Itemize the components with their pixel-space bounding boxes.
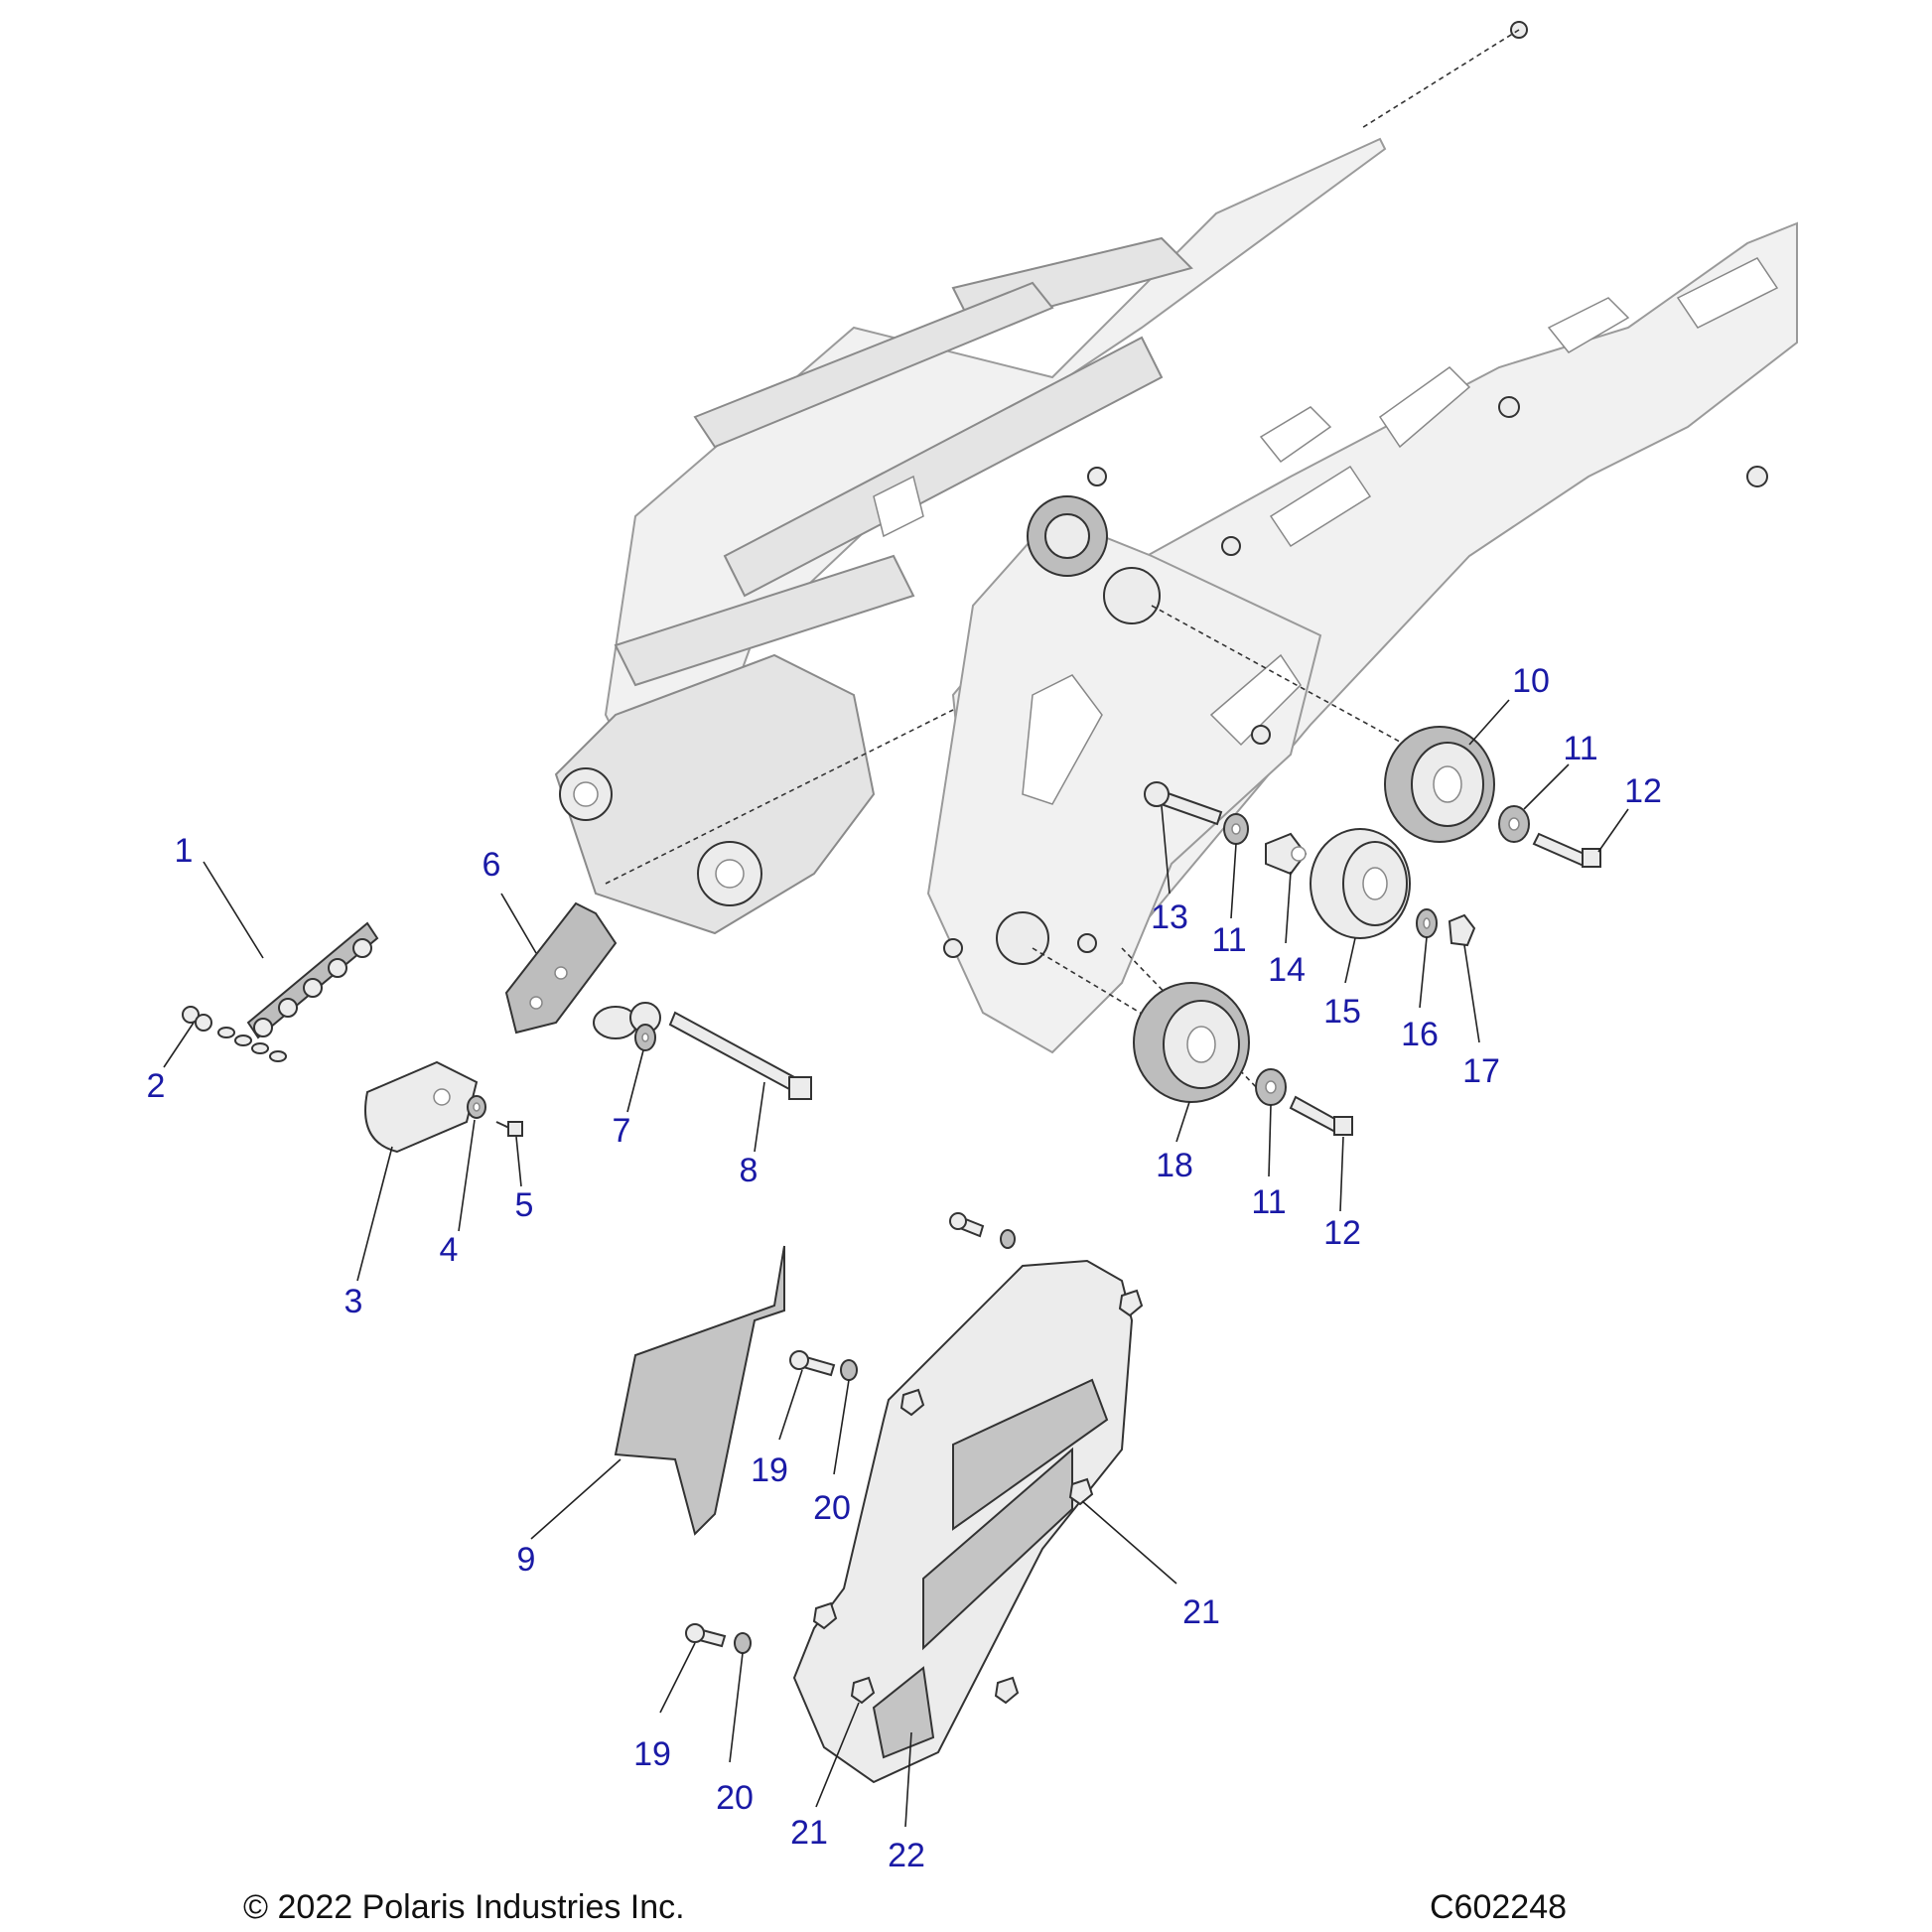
callout-6: 6 [483,846,501,884]
callout-20-bottom: 20 [716,1779,754,1817]
part-11-washer-top [1498,805,1530,843]
part-20-washer-bottom [734,1632,752,1654]
part-6-spacer [593,1002,661,1039]
part-19-bolt-upper-loose [949,1212,1016,1249]
drawing-number: C602248 [1430,1888,1567,1926]
callout-22: 22 [888,1837,925,1874]
part-11-washer-low [1255,1068,1287,1106]
callout-19-bottom: 19 [633,1735,671,1773]
part-19-bolt-top [789,1350,836,1377]
callout-11-mid: 11 [1211,921,1246,959]
callout-21-bottom: 21 [790,1814,828,1852]
part-9-plate [614,1245,785,1536]
callout-3: 3 [345,1283,363,1320]
part-1-chain [246,921,379,1039]
callout-2: 2 [147,1067,166,1105]
callout-11-low: 11 [1251,1183,1286,1221]
callout-21-right: 21 [1182,1593,1220,1631]
callout-14: 14 [1268,951,1306,989]
callout-11-top: 11 [1563,730,1597,767]
part-14-bushing [1265,832,1308,876]
callout-7: 7 [613,1112,631,1150]
callout-18: 18 [1156,1147,1193,1184]
part-12-bolt-top [1532,832,1601,868]
part-3-tensioner-block [364,1060,479,1154]
callout-9: 9 [517,1541,536,1579]
part-22-chain-case-cover [792,1259,1134,1784]
part-11-washer-mid [1223,813,1249,845]
callout-12-low: 12 [1323,1214,1361,1252]
callout-12-top: 12 [1624,772,1662,810]
part-15-idler-wheel [1310,828,1411,939]
callout-16: 16 [1401,1016,1439,1053]
part-2-chain-link [182,1006,287,1062]
part-5-bolt [495,1121,523,1137]
callout-10: 10 [1512,662,1550,700]
copyright-text: © 2022 Polaris Industries Inc. [243,1888,685,1926]
callout-17: 17 [1462,1052,1500,1090]
leader-lines [163,699,1629,1828]
callout-20-top: 20 [813,1489,851,1527]
part-19-bolt-bottom [685,1623,727,1648]
callout-4: 4 [440,1231,459,1269]
part-12-bolt-low [1289,1095,1353,1136]
callout-1: 1 [175,832,194,870]
part-17-nut [1448,913,1476,947]
part-7-washer [634,1024,656,1051]
part-21-nuts [812,1289,1144,1705]
callout-labels: 1 2 3 4 5 6 7 8 9 10 11 12 13 11 14 15 1… [147,662,1662,1874]
part-6-chain-guide [504,901,618,1035]
callout-13: 13 [1151,898,1188,936]
callout-15: 15 [1323,993,1361,1031]
callout-5: 5 [515,1186,534,1224]
part-13-pin [1144,781,1223,826]
callout-19-top: 19 [751,1451,788,1489]
callout-8: 8 [740,1152,759,1189]
part-16-washer [1416,908,1438,938]
part-8-long-bolt [668,1011,812,1100]
part-20-washer-top [840,1359,858,1381]
part-10-sprocket [1384,726,1495,843]
part-4-washer [467,1095,486,1119]
part-18-sprocket [1133,982,1250,1103]
